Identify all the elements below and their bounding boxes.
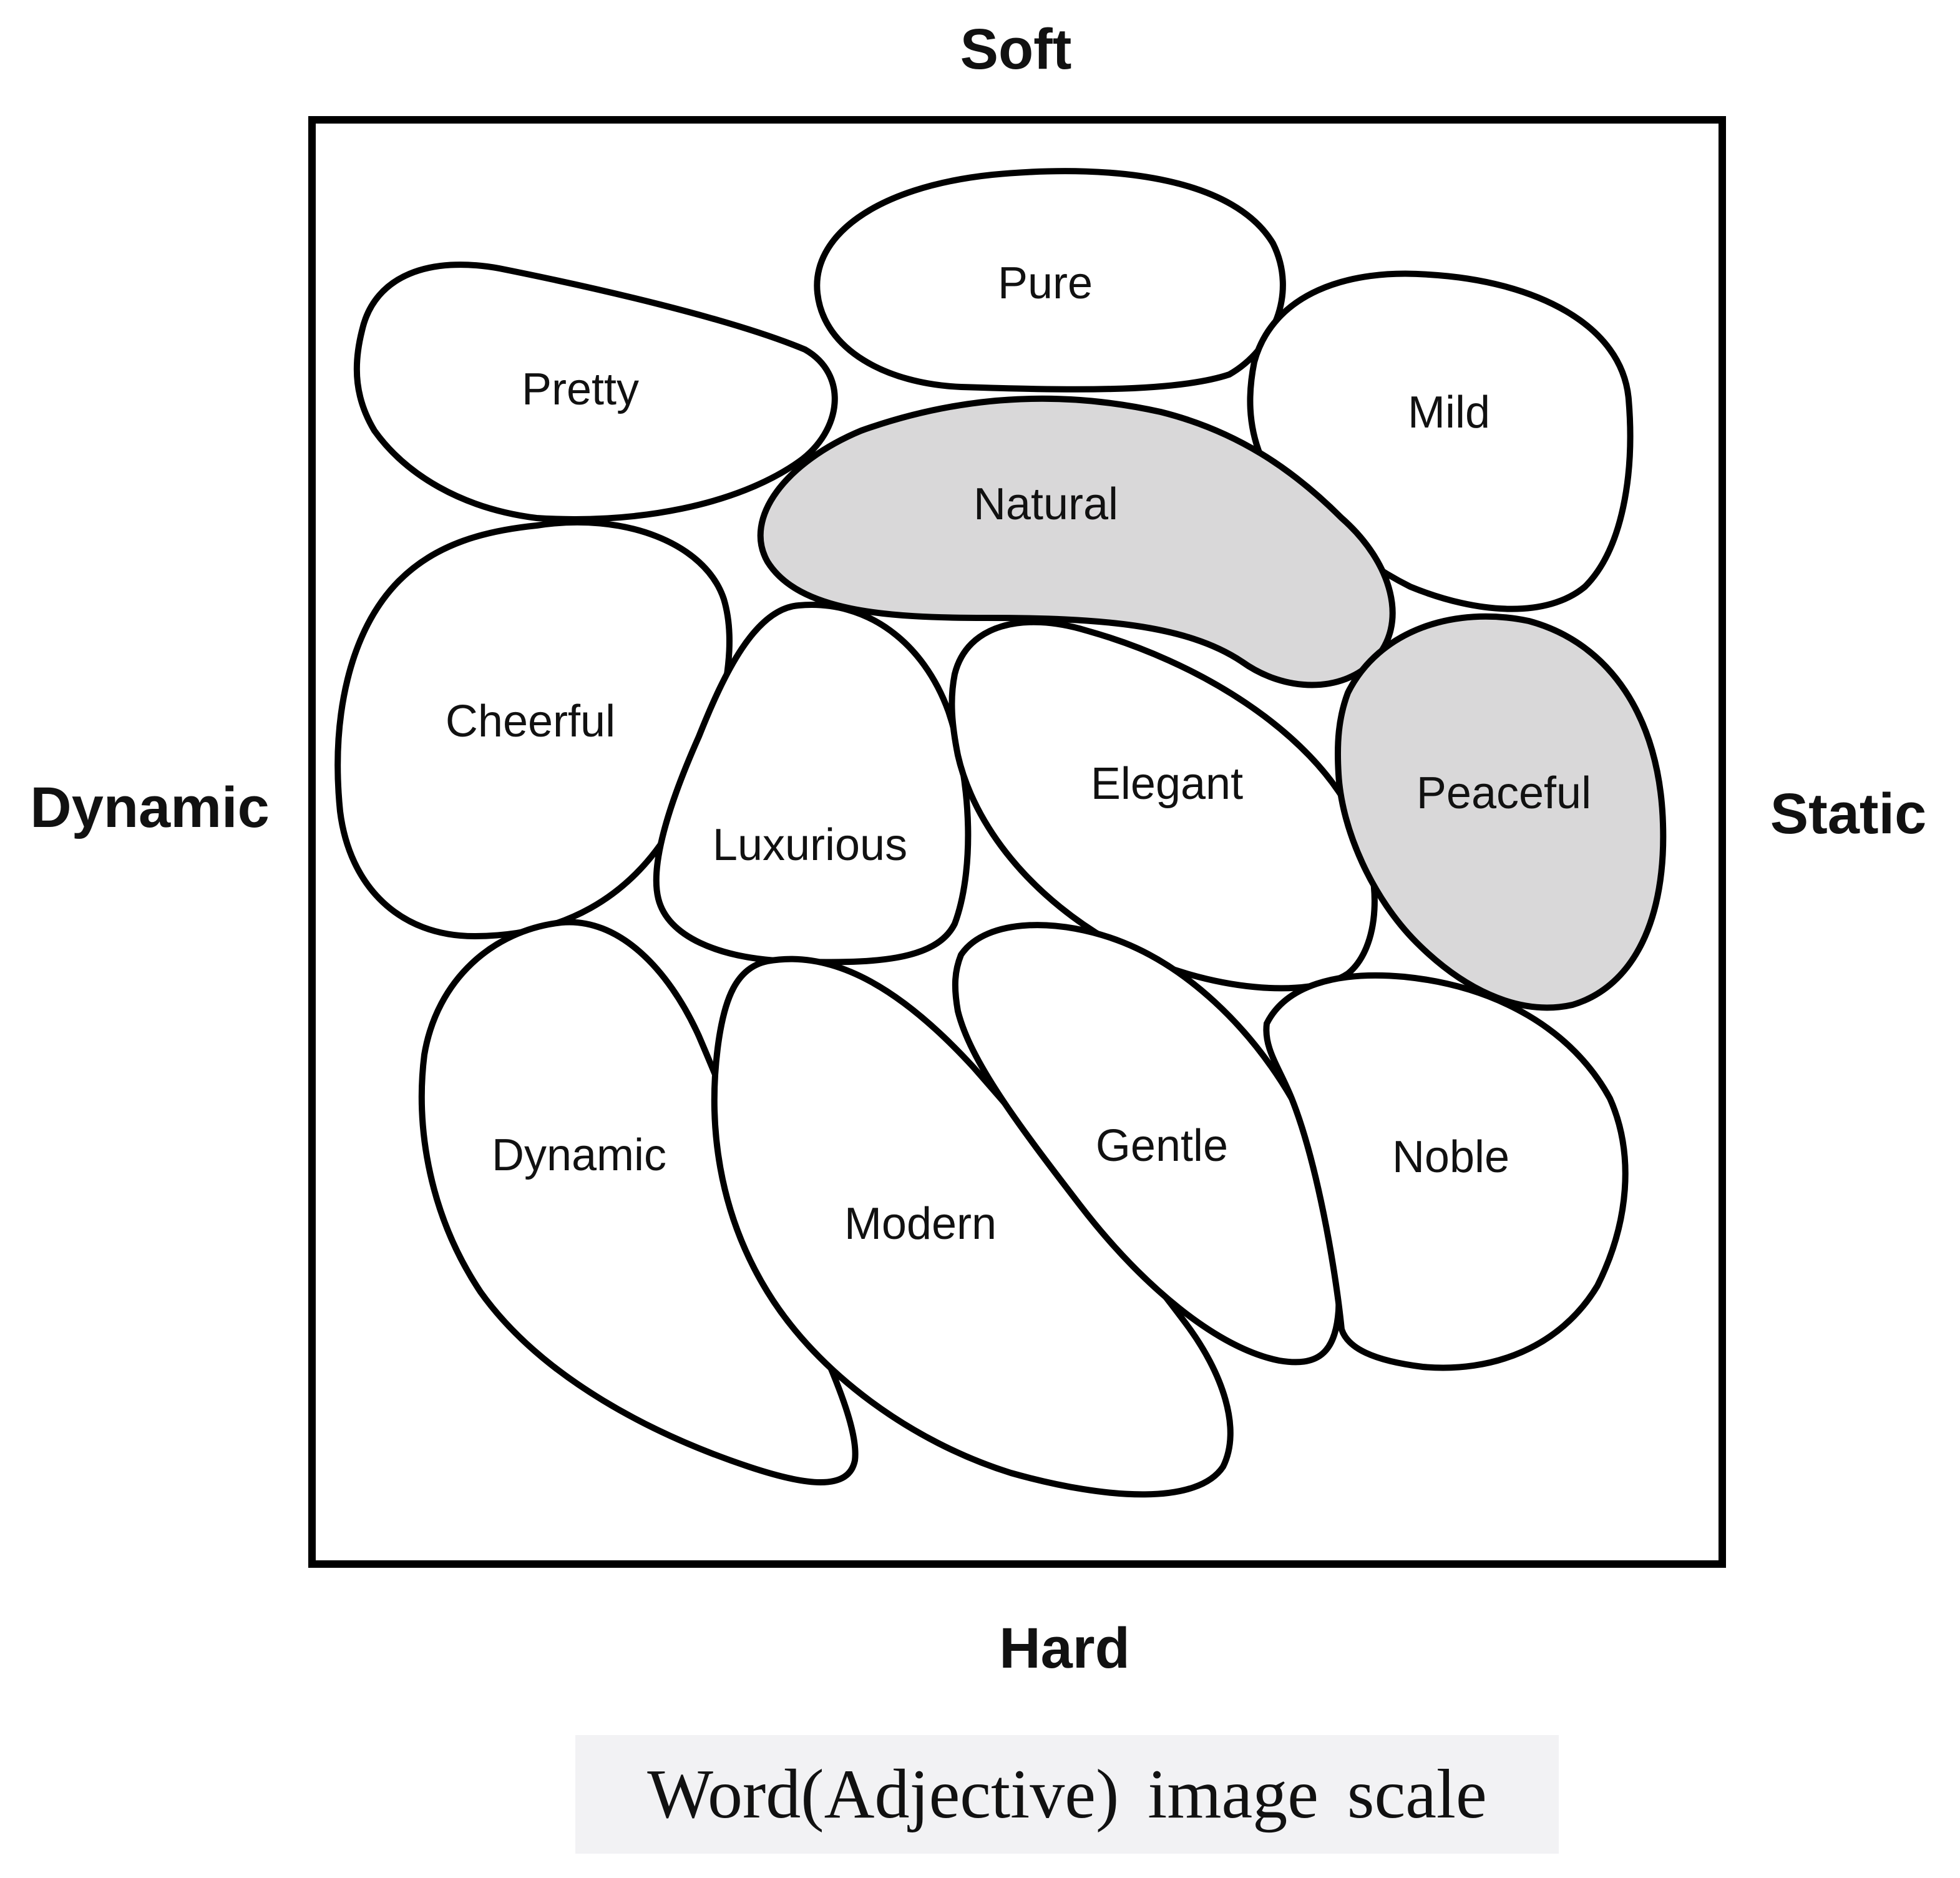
region-luxurious: Luxurious [653, 602, 972, 966]
region-pretty: Pretty [353, 262, 838, 522]
axis-label-dynamic: Dynamic [30, 776, 270, 839]
region-modern: Modern [711, 956, 1234, 1498]
region-label-peaceful: Peaceful [1416, 768, 1591, 818]
axis-label-hard: Hard [999, 1616, 1130, 1680]
region-label-elegant: Elegant [1091, 759, 1243, 809]
region-label-modern: Modern [844, 1199, 997, 1249]
region-label-natural: Natural [973, 479, 1118, 529]
region-peaceful[interactable]: Peaceful [1334, 613, 1667, 1011]
region-noble: Noble [1263, 972, 1629, 1371]
region-label-luxurious: Luxurious [713, 820, 907, 870]
caption-text: Word(Adjective) image scale [647, 1755, 1487, 1833]
region-label-dynamic: Dynamic [492, 1130, 666, 1180]
caption-box: Word(Adjective) image scale [575, 1735, 1559, 1854]
region-elegant: Elegant [948, 619, 1378, 992]
region-natural[interactable]: Natural [757, 395, 1396, 688]
region-label-cheerful: Cheerful [446, 697, 615, 746]
region-cheerful: Cheerful [334, 519, 733, 940]
region-gentle: Gentle [952, 922, 1342, 1366]
region-label-gentle: Gentle [1096, 1121, 1228, 1171]
scale-frame [308, 116, 1726, 1568]
axis-label-static: Static [1770, 782, 1927, 846]
region-pure: Pure [814, 168, 1286, 393]
axis-label-soft: Soft [960, 17, 1072, 81]
region-label-pure: Pure [998, 258, 1093, 308]
region-label-mild: Mild [1408, 388, 1490, 438]
region-label-noble: Noble [1392, 1132, 1509, 1182]
region-label-pretty: Pretty [522, 364, 639, 414]
